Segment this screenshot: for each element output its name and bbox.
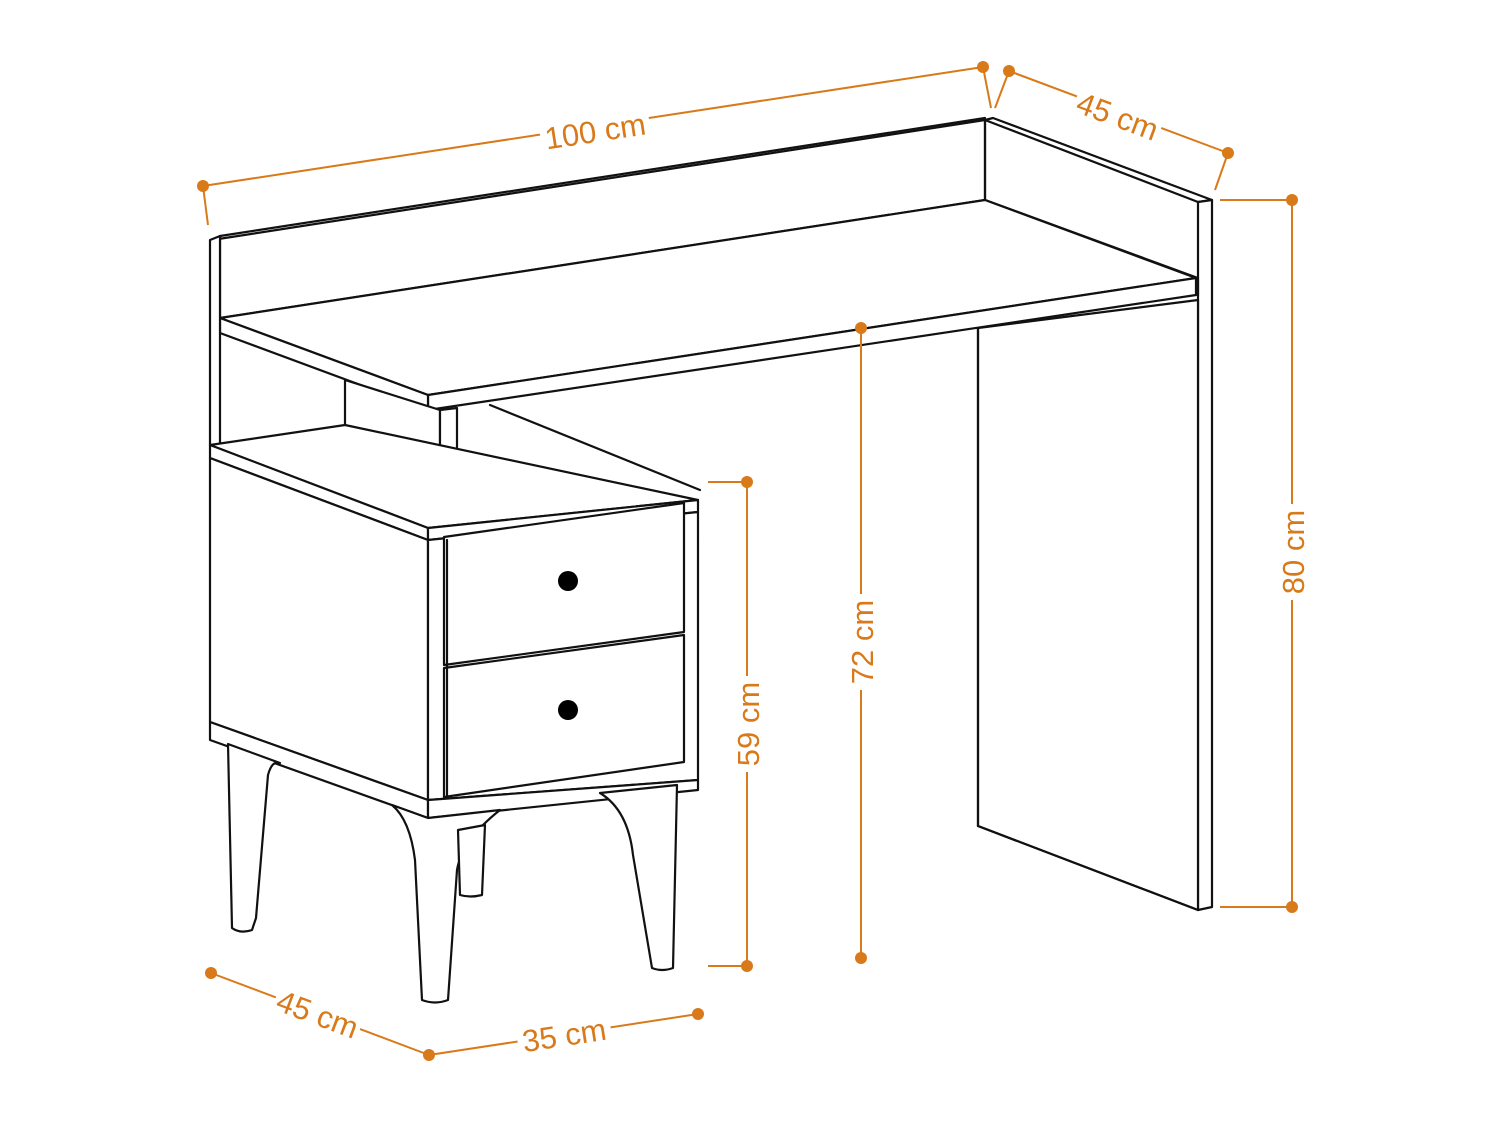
leg-back-left xyxy=(226,742,282,933)
label-desk-height: 72 cm xyxy=(845,600,880,684)
lower-drawer-knob-icon xyxy=(558,700,578,720)
dimension-top-depth: 45 cm xyxy=(994,65,1234,191)
desk-drawing xyxy=(208,116,1214,1004)
left-side-panel xyxy=(208,234,222,447)
right-side-panel-edge xyxy=(1196,198,1214,912)
right-support-panel xyxy=(976,298,1200,912)
leg-back-middle xyxy=(456,823,487,898)
dimension-total-width: 100 cm xyxy=(197,61,992,226)
label-total-height: 80 cm xyxy=(1276,510,1311,594)
dimension-desk-height: 72 cm xyxy=(841,322,880,964)
upper-drawer-knob-icon xyxy=(558,571,578,591)
dimension-cabinet-height: 59 cm xyxy=(708,476,766,972)
dimension-cabinet-depth: 45 cm xyxy=(205,967,435,1061)
label-cabinet-height: 59 cm xyxy=(731,682,766,766)
leg-front-right xyxy=(598,783,679,972)
dimension-total-height: 80 cm xyxy=(1220,194,1311,913)
right-side-panel-top xyxy=(983,116,1214,204)
dimension-cabinet-width: 35 cm xyxy=(428,1007,704,1059)
label-total-width: 100 cm xyxy=(542,106,648,156)
